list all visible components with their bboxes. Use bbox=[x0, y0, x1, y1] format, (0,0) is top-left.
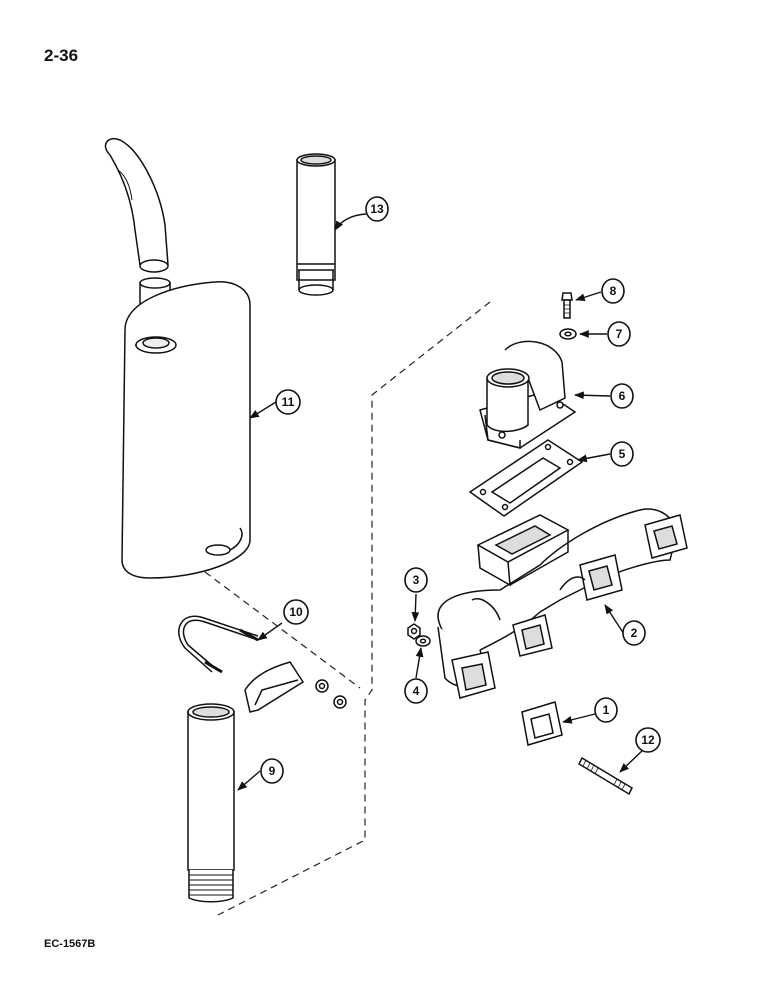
assembly-guide-lines bbox=[204, 301, 491, 916]
svg-text:13: 13 bbox=[370, 202, 384, 216]
part-9-tail-pipe bbox=[187, 703, 235, 903]
part-7-washer bbox=[559, 328, 577, 340]
part-6-elbow-adapter bbox=[479, 340, 577, 449]
part-12-stud bbox=[578, 756, 633, 796]
leader-lines bbox=[237, 213, 646, 791]
callout-10: 10 bbox=[283, 599, 309, 625]
part-4-washer bbox=[415, 635, 431, 647]
callout-12: 12 bbox=[635, 727, 661, 753]
part-11-muffler bbox=[104, 138, 251, 579]
callout-9: 9 bbox=[260, 758, 284, 784]
callout-13: 13 bbox=[365, 196, 389, 222]
callout-1: 1 bbox=[594, 697, 618, 723]
svg-text:3: 3 bbox=[413, 573, 420, 587]
svg-text:4: 4 bbox=[413, 684, 420, 698]
svg-text:11: 11 bbox=[282, 395, 295, 409]
svg-text:1: 1 bbox=[603, 703, 610, 717]
svg-text:9: 9 bbox=[269, 764, 276, 778]
callout-3: 3 bbox=[404, 567, 428, 593]
callout-2: 2 bbox=[622, 620, 646, 646]
svg-text:7: 7 bbox=[616, 327, 623, 341]
callout-11: 11 bbox=[275, 389, 301, 415]
part-13-pipe-extension bbox=[296, 153, 336, 296]
svg-text:10: 10 bbox=[289, 605, 303, 619]
page-number: 2-36 bbox=[44, 46, 79, 65]
svg-text:12: 12 bbox=[641, 733, 655, 747]
svg-text:8: 8 bbox=[610, 284, 617, 298]
part-8-bolt bbox=[561, 292, 573, 319]
callout-4: 4 bbox=[404, 678, 428, 704]
callout-8: 8 bbox=[601, 278, 625, 304]
part-10-clamp-kit bbox=[178, 615, 347, 713]
svg-text:2: 2 bbox=[631, 626, 638, 640]
part-2-exhaust-manifold bbox=[437, 508, 688, 699]
figure-code: EC-1567B bbox=[44, 938, 96, 950]
part-5-gasket bbox=[468, 439, 584, 517]
part-3-nut bbox=[407, 623, 421, 640]
callout-7: 7 bbox=[607, 321, 631, 347]
svg-text:6: 6 bbox=[619, 389, 626, 403]
svg-text:5: 5 bbox=[619, 447, 626, 461]
part-1-gasket bbox=[521, 701, 563, 746]
callout-6: 6 bbox=[610, 383, 634, 409]
callout-5: 5 bbox=[610, 441, 634, 467]
